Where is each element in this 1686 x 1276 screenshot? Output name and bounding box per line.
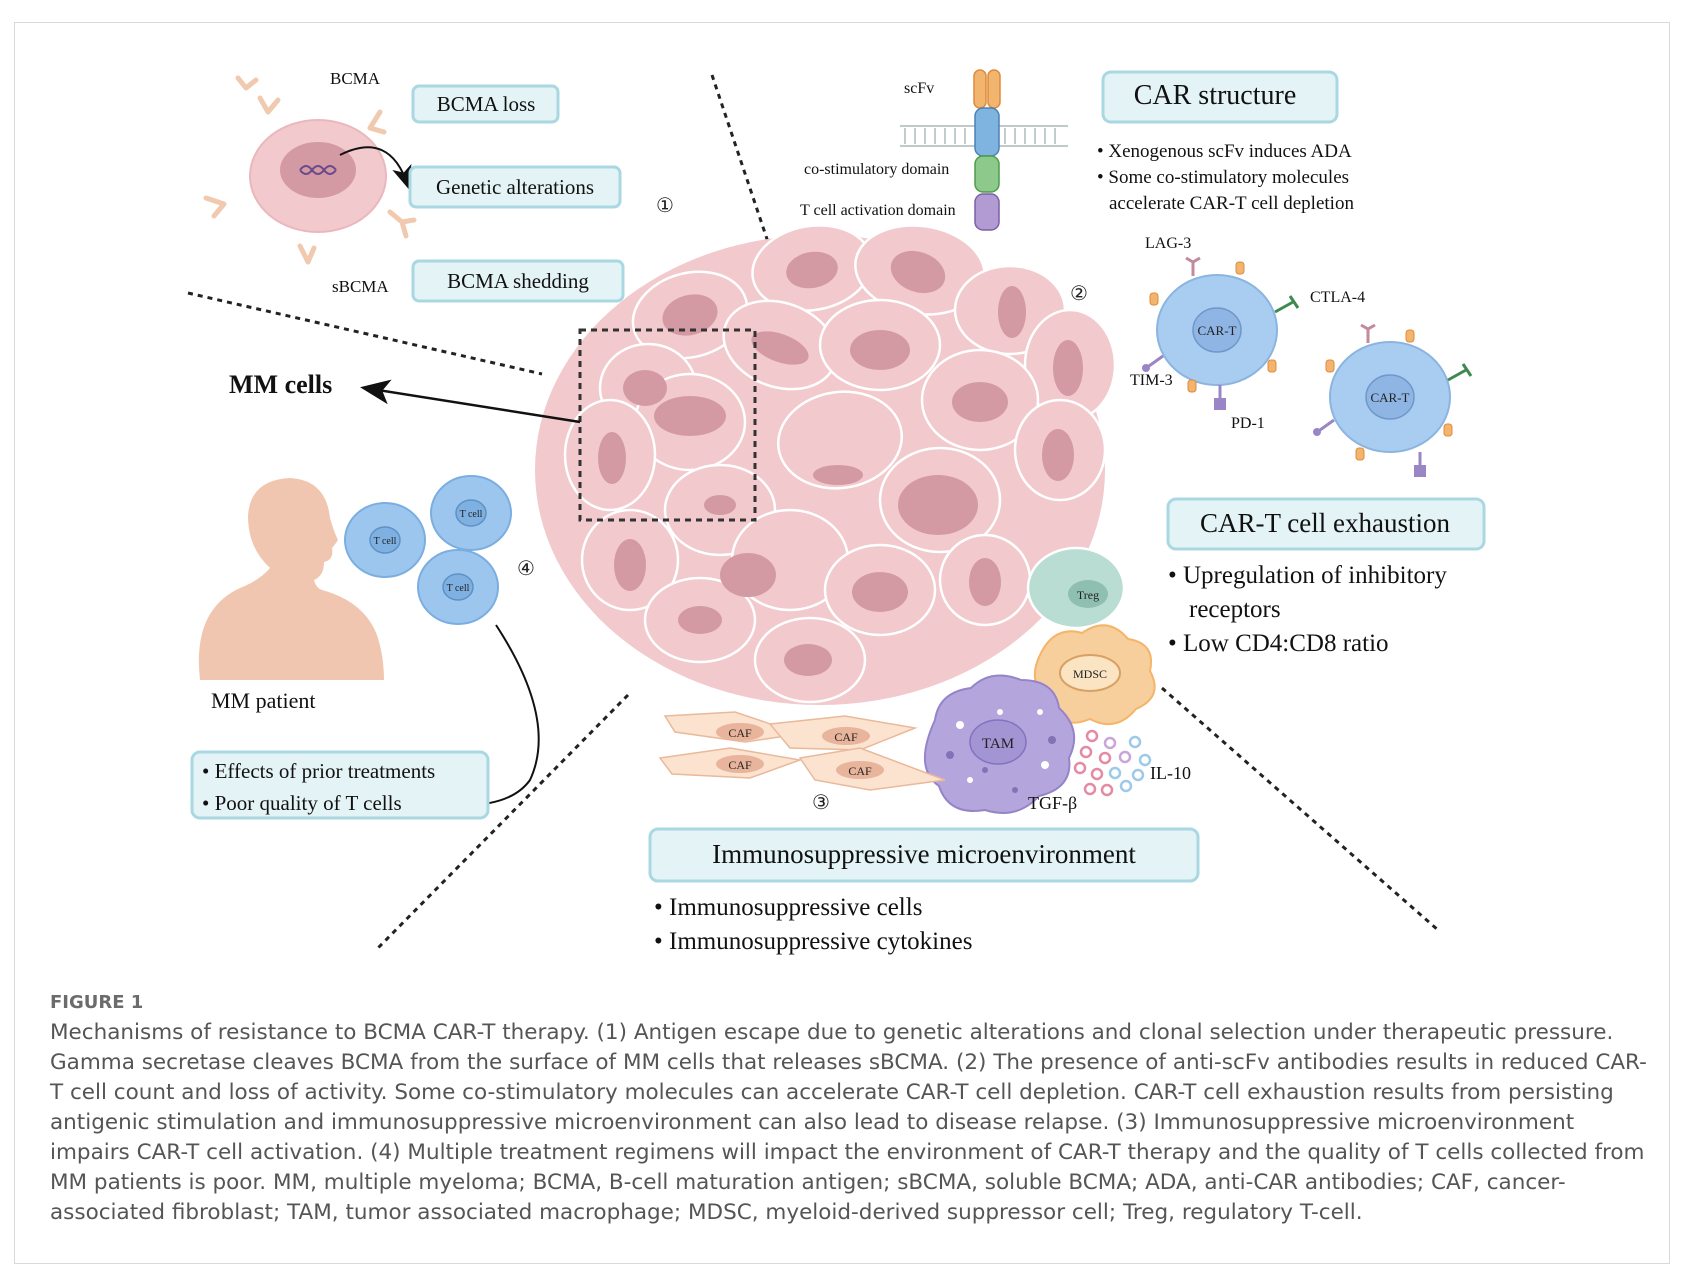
- car-bullet-1: • Xenogenous scFv induces ADA: [1097, 141, 1352, 162]
- patient-silhouette-icon: [198, 478, 384, 680]
- bcma-shedding-box: [411, 259, 625, 303]
- patient-box: [190, 750, 490, 820]
- micro-bullet-1: • Immunosuppressive cells: [654, 894, 922, 921]
- divider-bottom-right: [1161, 686, 1439, 932]
- figure-diagram: MM cells BCMA sBCMA BCMA loss Genetic al…: [187, 69, 1486, 955]
- tam-nucleus: [969, 719, 1027, 765]
- bcma-loss-box: [411, 84, 560, 124]
- genetic-alterations-text: Genetic alterations: [436, 175, 594, 199]
- caf-label-1: CAF: [728, 726, 752, 740]
- scfv-domain: [973, 69, 987, 109]
- sbcma-label: sBCMA: [332, 277, 389, 296]
- quadrant-dividers: [187, 74, 1439, 952]
- costim-domain: [974, 155, 1000, 193]
- car-t-label-2: CAR-T: [1371, 390, 1410, 405]
- car-t-label-1: CAR-T: [1198, 323, 1237, 338]
- scfv-label: scFv: [904, 80, 934, 97]
- alteration-arrow: [339, 146, 412, 190]
- transmembrane-domain: [974, 107, 1000, 157]
- tgfb-label: TGF-β: [1028, 793, 1077, 813]
- car-structure-text: CAR structure: [1134, 80, 1297, 111]
- car-bullet-3: accelerate CAR-T cell depletion: [1109, 193, 1354, 214]
- section-number-3: ③: [812, 792, 830, 814]
- treg-label: Treg: [1077, 588, 1099, 602]
- t-cell-label-3: T cell: [447, 583, 470, 594]
- tumor-mass: [535, 224, 1117, 705]
- micro-box-text: Immunosuppressive microenvironment: [712, 839, 1136, 869]
- exhaustion-panel: CAR-T CAR-T LAG-3: [1130, 235, 1486, 657]
- bcma-receptor-icons: [203, 75, 417, 265]
- pd1-label: PD-1: [1231, 415, 1265, 432]
- tim3-label: TIM-3: [1130, 372, 1173, 389]
- exhaustion-bullet-2: receptors: [1189, 596, 1281, 623]
- bcma-loss-text: BCMA loss: [437, 92, 536, 116]
- bcma-label: BCMA: [330, 69, 381, 88]
- scfv-domain-2: [987, 69, 1001, 109]
- figure-label: FIGURE 1: [50, 992, 144, 1013]
- dna-icon: [299, 165, 337, 175]
- treg-nucleus: [1068, 580, 1108, 608]
- section-number-4: ④: [517, 558, 535, 580]
- figure-caption: Mechanisms of resistance to BCMA CAR-T t…: [50, 1020, 1647, 1225]
- caf-label-2: CAF: [728, 758, 752, 772]
- t-cell-label-1: T cell: [374, 536, 397, 547]
- ctla4-label: CTLA-4: [1310, 289, 1365, 306]
- caf-label-4: CAF: [848, 764, 872, 778]
- mm-cells-label: MM cells: [229, 370, 332, 399]
- car-t-nucleus-1: [1192, 307, 1242, 353]
- tam-label: TAM: [982, 736, 1014, 752]
- cytokine-dots: [1073, 729, 1152, 797]
- patient-panel: MM patient T cell T cell T cell ④ • Effe…: [190, 475, 540, 820]
- genetic-alterations-box: [408, 165, 622, 209]
- mdsc-label: MDSC: [1073, 667, 1107, 681]
- section-number-2: ②: [1070, 283, 1088, 305]
- inhibitory-receptor-icons: [1142, 256, 1473, 477]
- section-number-1: ①: [656, 195, 674, 217]
- car-bullet-2: • Some co-stimulatory molecules: [1097, 167, 1349, 188]
- micro-bullet-2: • Immunosuppressive cytokines: [654, 928, 972, 955]
- exhaustion-bullet-1: • Upregulation of inhibitory: [1168, 562, 1447, 589]
- car-structure-box: [1101, 70, 1339, 124]
- caf-label-3: CAF: [834, 730, 858, 744]
- car-t-nucleus-2: [1365, 374, 1415, 420]
- zoom-box: [578, 328, 757, 522]
- il10-label: IL-10: [1150, 763, 1191, 783]
- patient-bullet-2: • Poor quality of T cells: [202, 791, 402, 815]
- car-receptor-icons: [1149, 261, 1453, 461]
- mm-cell-nucleus: [280, 142, 356, 198]
- mm-cells-arrow: [360, 379, 581, 424]
- activation-domain: [974, 193, 1000, 231]
- exhaustion-bullet-3: • Low CD4:CD8 ratio: [1168, 630, 1389, 657]
- bcma-panel: BCMA sBCMA BCMA loss Genetic alterations…: [203, 69, 674, 303]
- exhaustion-text: CAR-T cell exhaustion: [1200, 508, 1450, 538]
- micro-panel: Treg MDSC TAM CAF CAF CAF CAF: [648, 546, 1200, 955]
- patient-bullet-1: • Effects of prior treatments: [202, 759, 435, 783]
- caf-cells: CAF CAF CAF CAF: [658, 711, 946, 791]
- divider-bottom-left: [374, 693, 630, 952]
- costim-label: co-stimulatory domain: [804, 161, 949, 178]
- divider-top: [710, 74, 772, 249]
- patient-label: MM patient: [211, 688, 316, 713]
- mdsc-nucleus: [1059, 654, 1121, 692]
- divider-left: [187, 291, 543, 376]
- exhaustion-box: [1166, 497, 1486, 551]
- micro-box: [648, 827, 1200, 883]
- bcma-shedding-text: BCMA shedding: [447, 269, 589, 293]
- lag3-label: LAG-3: [1145, 235, 1191, 252]
- car-panel: scFv co-stimulatory domain T cell activa…: [800, 69, 1354, 305]
- activation-label: T cell activation domain: [800, 202, 956, 219]
- t-cell-label-2: T cell: [460, 509, 483, 520]
